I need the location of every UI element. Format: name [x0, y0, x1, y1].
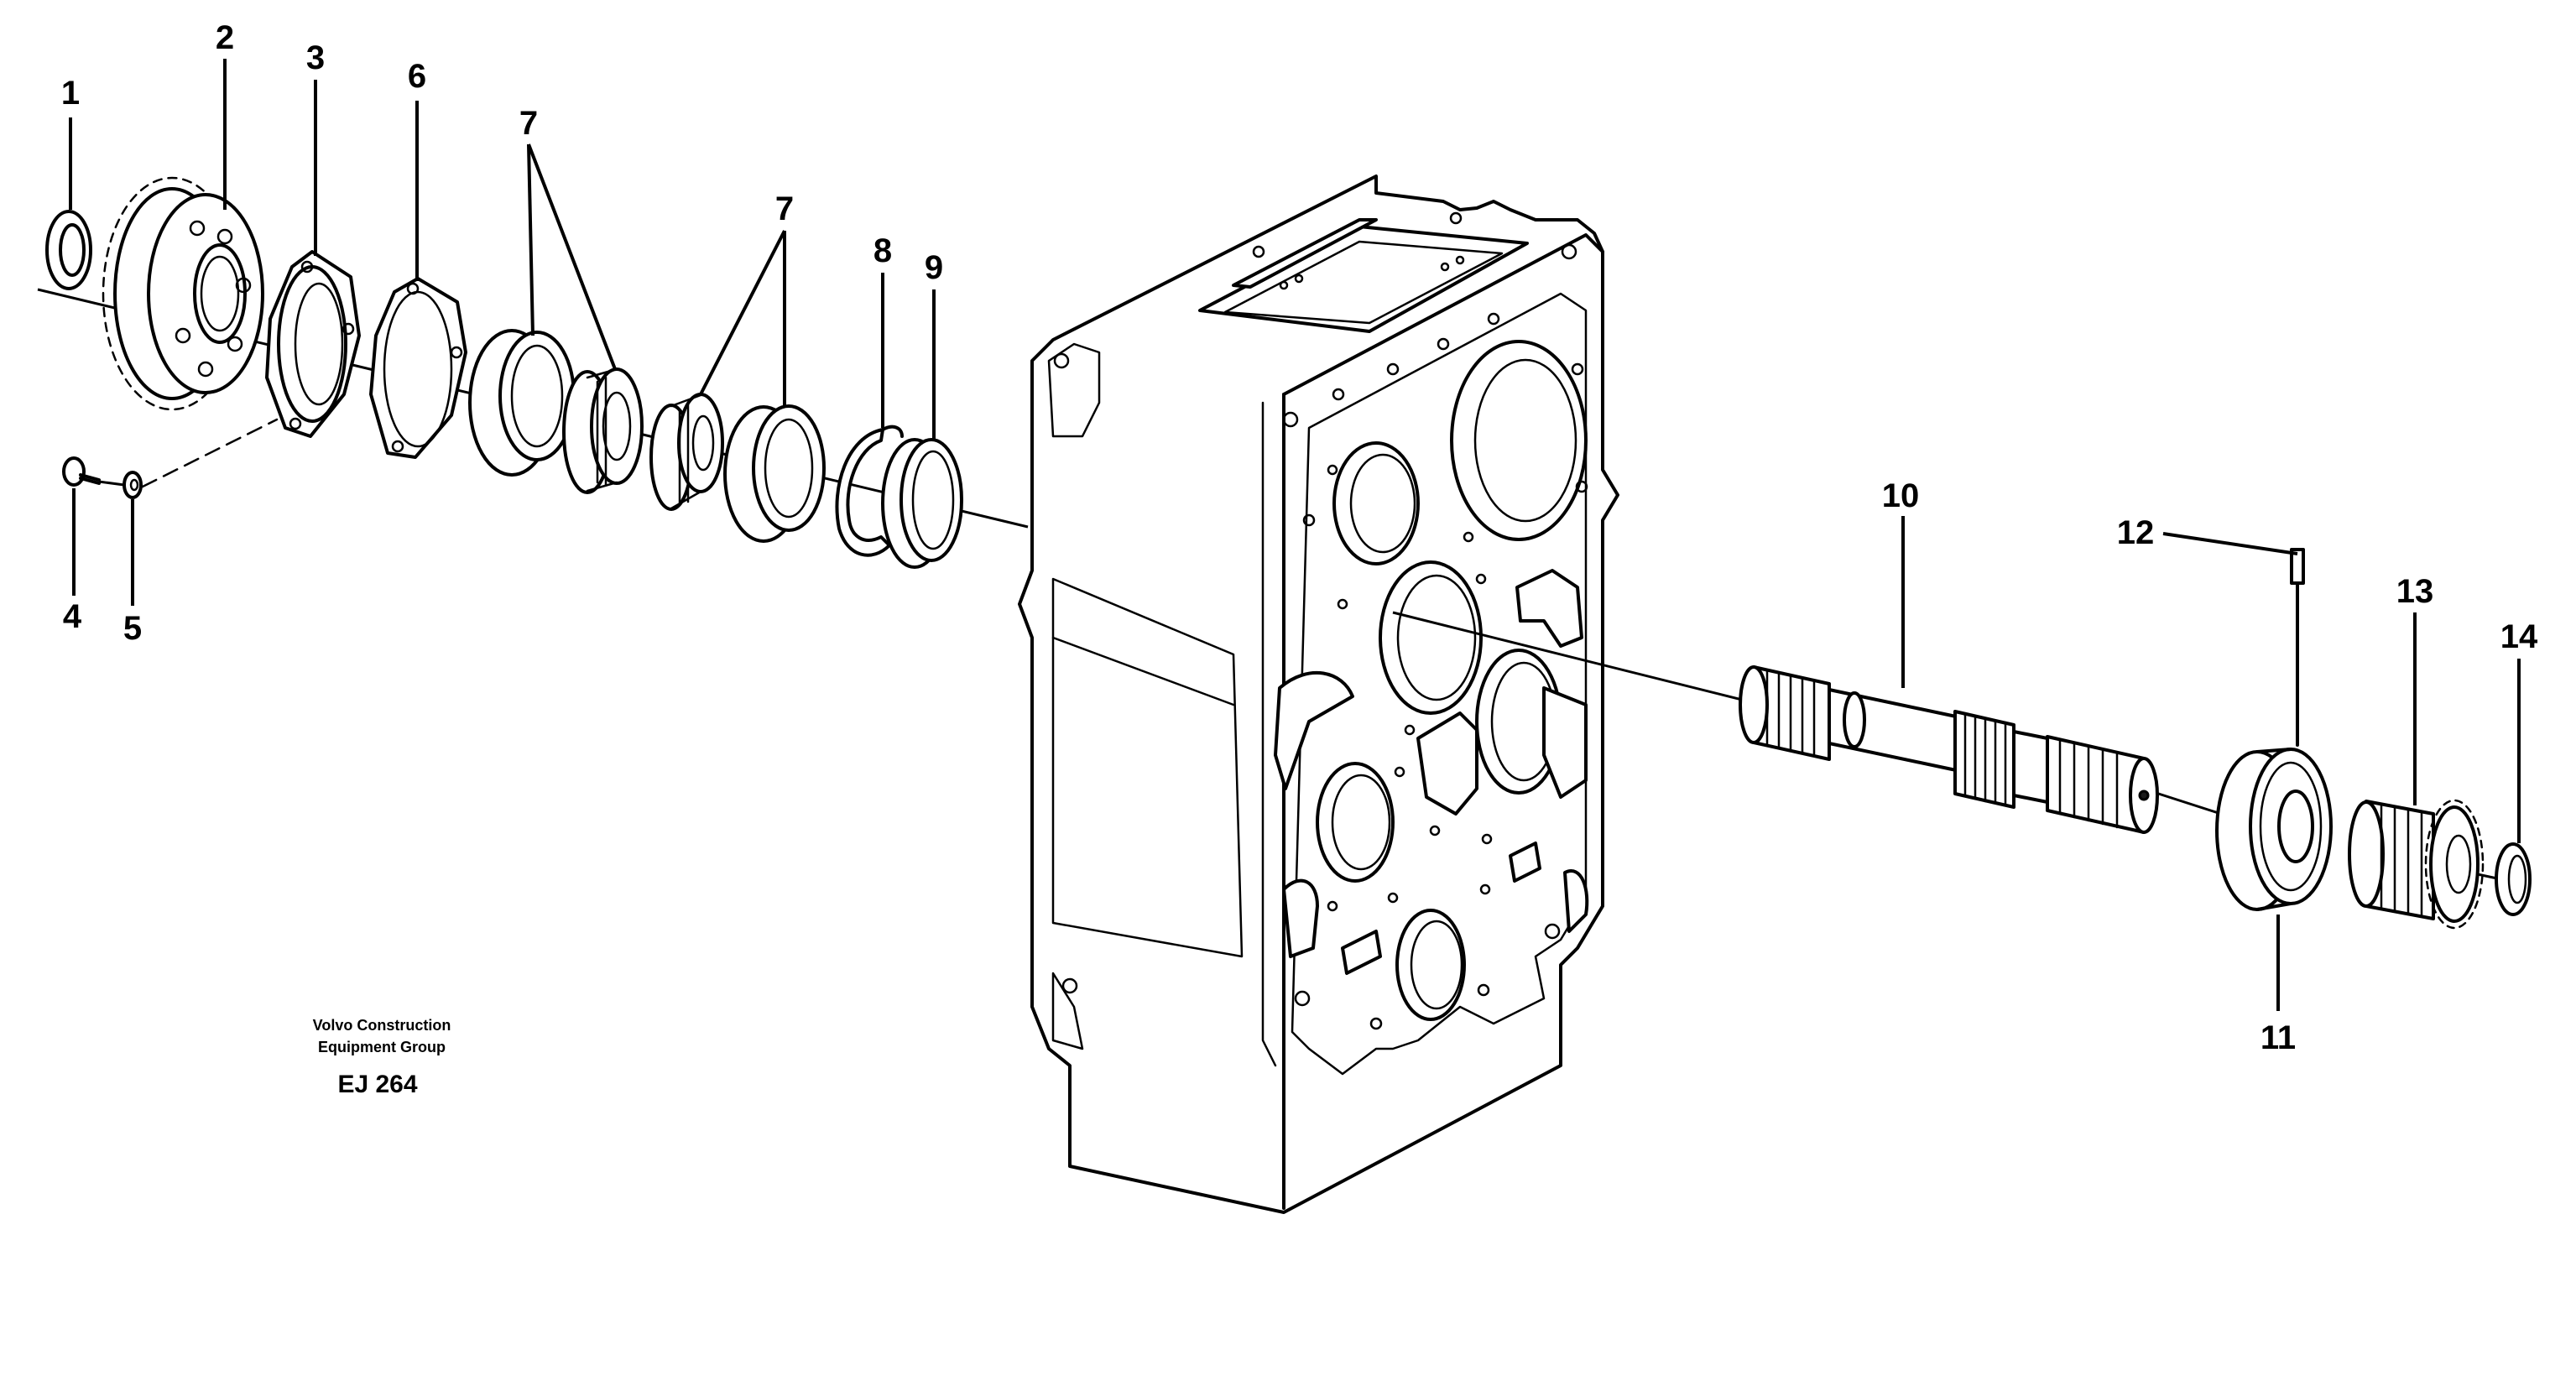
part-12-pin: [2290, 548, 2305, 747]
assembly-axis-right: [1392, 611, 1763, 706]
part-11-bearing: [2215, 748, 2333, 911]
part-2-gear: [102, 176, 264, 411]
housing-bore-center: [1379, 560, 1483, 715]
callout-2: 2: [216, 19, 234, 56]
callout-14: 14: [2500, 618, 2538, 655]
part-7-bearing-cup-b: [723, 404, 826, 543]
housing-bore-bottom: [1395, 909, 1466, 1021]
part-5-washer: [123, 471, 143, 499]
caption-company-line2: Equipment Group: [318, 1039, 446, 1055]
part-1-seal-ring: [45, 210, 92, 290]
callout-8: 8: [873, 232, 892, 269]
callout-6: 6: [408, 58, 426, 95]
part-7-bearing-cone-b: [649, 393, 724, 511]
part-6-gasket: [369, 277, 467, 459]
callout-12: 12: [2117, 514, 2155, 551]
part-14-circlip: [2495, 842, 2532, 916]
bolt-axis-dashed: [141, 418, 279, 488]
caption-company-line1: Volvo Construction: [313, 1017, 451, 1034]
part-9-ring: [881, 438, 963, 569]
part-4-bolt: [62, 456, 101, 487]
callout-11: 11: [2261, 1019, 2296, 1056]
callout-4: 4: [63, 598, 82, 635]
caption-drawing-code: EJ 264: [337, 1071, 417, 1098]
housing-bolt-holes: [1053, 211, 1588, 1030]
callout-labels: 1 2 3 6 7 7 8 9 4 5 10 12 13 14 11: [61, 19, 2538, 1056]
part-7-bearing-cup: [468, 329, 576, 477]
callout-7b: 7: [775, 190, 794, 227]
callout-5: 5: [123, 610, 142, 647]
callout-13: 13: [2396, 573, 2434, 610]
caption: Volvo Construction Equipment Group EJ 26…: [313, 1017, 451, 1098]
part-3-cover-plate: [265, 250, 361, 438]
callout-1: 1: [61, 75, 80, 112]
leader-lines: [69, 59, 2521, 1011]
transmission-housing: [1018, 175, 1619, 1214]
bolt-axis: [98, 480, 125, 487]
part-13-gear: [2348, 799, 2485, 930]
callout-9: 9: [925, 249, 943, 286]
housing-bore-left: [1316, 762, 1395, 883]
housing-bore-upper-left: [1332, 441, 1420, 565]
housing-bore-top-right: [1450, 340, 1588, 541]
callout-10: 10: [1882, 477, 1920, 514]
callout-3: 3: [306, 39, 325, 76]
part-10-splined-shaft: [1739, 665, 2159, 834]
callout-7a: 7: [519, 105, 538, 142]
part-7-bearing-cone-a: [562, 367, 644, 494]
